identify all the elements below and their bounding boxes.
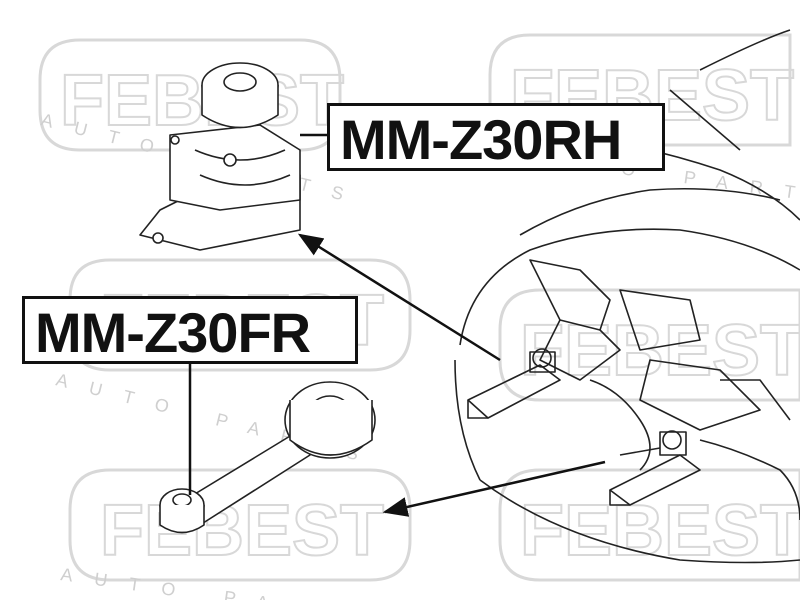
- arrow-fr-location: [382, 460, 606, 517]
- watermark-brand-text: FEBEST: [100, 491, 384, 571]
- part-label-rh: MM-Z30RH: [327, 103, 665, 171]
- watermark-logo-6: FEBEST: [498, 468, 800, 582]
- watermark-logo-4: FEBEST: [498, 288, 800, 402]
- watermark-group: FEBEST FEBEST FEBEST FEBEST FEBEST FEBES…: [38, 33, 800, 582]
- watermark-brand-text: FEBEST: [520, 491, 800, 571]
- arrow-rh-location: [297, 233, 501, 362]
- part-label-fr: MM-Z30FR: [22, 296, 358, 364]
- leader-lines: [188, 133, 327, 495]
- watermark-logo-5: FEBEST: [68, 468, 412, 582]
- engine-mount-rh-illustration: [139, 62, 301, 251]
- vehicle-chassis-illustration: [454, 29, 800, 564]
- torque-rod-fr-illustration: [159, 381, 376, 534]
- watermark-brand-text: FEBEST: [520, 311, 800, 391]
- location-arrows: [297, 233, 606, 517]
